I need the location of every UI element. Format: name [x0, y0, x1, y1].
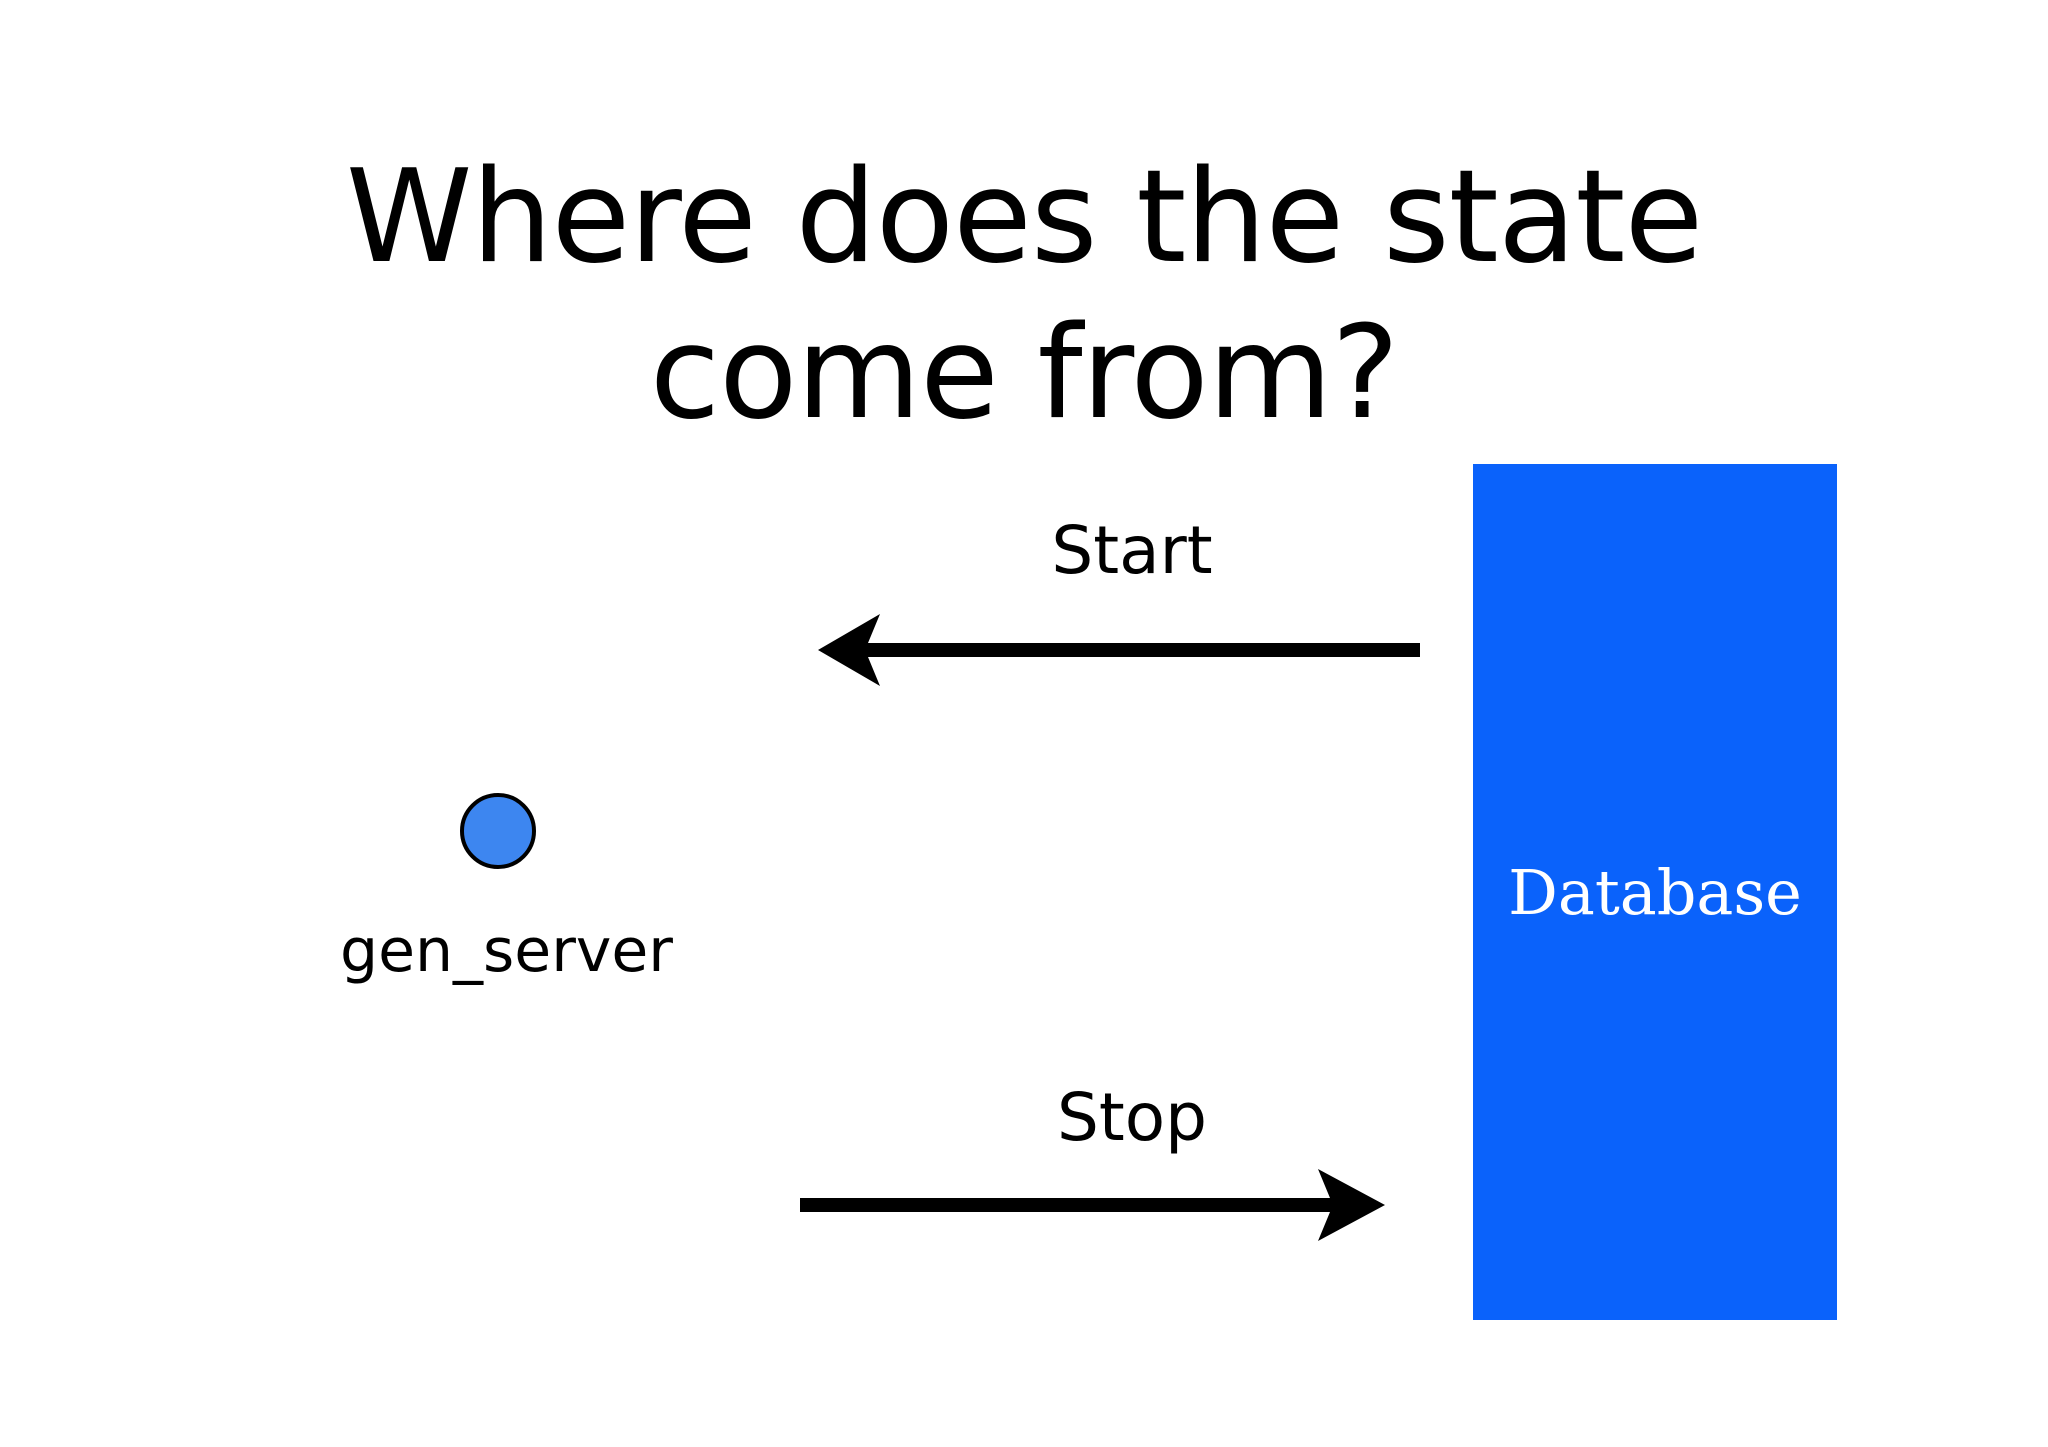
start-arrow — [818, 614, 1420, 686]
stop-arrow-label: Stop — [1056, 1079, 1208, 1156]
stop-arrow — [800, 1169, 1385, 1241]
gen-server-circle-icon — [460, 793, 536, 869]
gen-server-node — [460, 793, 536, 869]
gen-server-label: gen_server — [340, 916, 673, 986]
start-arrow-label: Start — [1051, 512, 1213, 589]
title-line-1: Where does the state — [345, 143, 1703, 292]
start-arrow-shape — [818, 614, 1420, 686]
database-box — [1473, 464, 1837, 1320]
stop-arrow-shape — [800, 1169, 1385, 1241]
database-label: Database — [1508, 856, 1802, 929]
page-title: Where does the state come from? — [0, 140, 2048, 452]
title-line-2: come from? — [649, 299, 1400, 449]
